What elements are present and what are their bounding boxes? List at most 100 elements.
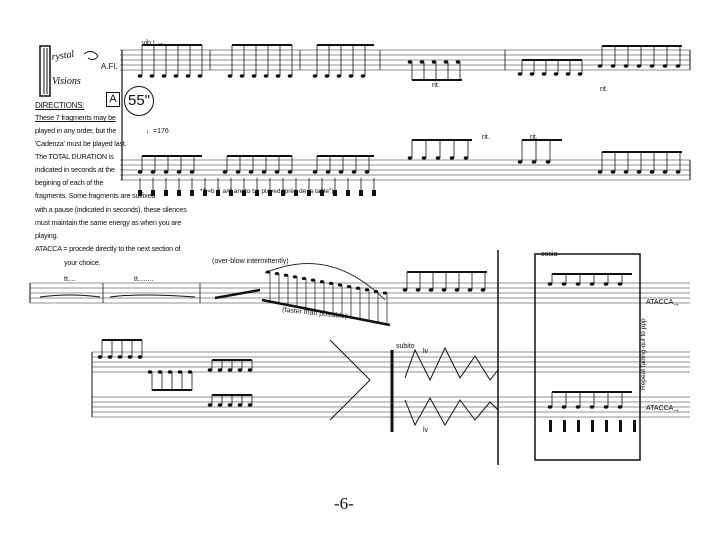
directions-title: DIRECTIONS: xyxy=(35,101,85,110)
directions-line: must maintain the same energy as when yo… xyxy=(35,218,182,227)
note-head xyxy=(301,276,307,281)
note-head xyxy=(147,370,153,374)
note-head xyxy=(292,275,298,279)
note-head xyxy=(337,283,343,287)
note-head xyxy=(346,190,350,196)
slur xyxy=(264,263,386,301)
note-head xyxy=(274,170,280,174)
note-head xyxy=(217,368,223,372)
note-head xyxy=(177,190,181,196)
crescendo-arrow xyxy=(329,339,371,421)
note-head xyxy=(247,368,253,372)
note-stem xyxy=(563,420,566,432)
rit-marking: rit. xyxy=(600,86,608,93)
note-head xyxy=(239,74,245,78)
note-head xyxy=(227,403,233,407)
note-head xyxy=(161,74,167,78)
lv-marking: lv xyxy=(423,348,429,355)
rit-marking: rit. xyxy=(530,134,538,141)
note-head xyxy=(617,405,623,409)
note-head xyxy=(636,64,642,68)
note-head xyxy=(517,160,523,164)
directions-line: begining of each of the xyxy=(35,178,104,187)
note-head xyxy=(189,170,195,174)
flutter-marking: tt........ xyxy=(134,276,154,283)
note-head xyxy=(237,368,243,372)
note-head xyxy=(251,74,257,78)
zigzag-line xyxy=(404,396,499,427)
note-head xyxy=(355,286,361,290)
note-head xyxy=(610,64,616,68)
note-head xyxy=(364,288,370,292)
note-head xyxy=(336,74,342,78)
duration-circle: 55" xyxy=(124,86,154,116)
note-head xyxy=(364,170,370,174)
ossia-marking: ossia xyxy=(541,251,558,258)
note-head xyxy=(164,190,168,196)
note-head xyxy=(577,72,583,76)
note-head xyxy=(675,170,681,174)
note-head xyxy=(346,284,352,289)
section-letter: A xyxy=(106,92,120,107)
note-head xyxy=(407,60,413,64)
note-head xyxy=(359,190,363,196)
note-head xyxy=(261,170,267,174)
directions-line: indicated in seconds at the xyxy=(35,165,115,174)
note-head xyxy=(351,170,357,174)
note-head xyxy=(662,64,668,68)
note-head xyxy=(242,190,246,196)
note-head xyxy=(415,288,421,292)
zigzag-line xyxy=(404,346,499,382)
note-head xyxy=(441,288,447,292)
note-head xyxy=(372,190,376,196)
note-head xyxy=(603,405,609,409)
flutter-marking: tt.... xyxy=(64,276,76,283)
directions-line: playing. xyxy=(35,231,59,240)
note-head xyxy=(294,190,298,196)
note-head xyxy=(137,170,143,174)
beam xyxy=(214,288,391,327)
note-head xyxy=(382,291,388,295)
atacca-marking: ATACCA xyxy=(646,299,674,306)
note-head xyxy=(333,190,337,196)
note-head xyxy=(207,403,213,407)
note-head xyxy=(287,74,293,78)
note-head xyxy=(235,170,241,174)
note-stem xyxy=(633,420,636,432)
rit-marking: rit. xyxy=(432,82,440,89)
note-head xyxy=(217,403,223,407)
note-head xyxy=(636,170,642,174)
note-head xyxy=(553,72,559,76)
atacca-marking: ATACCA xyxy=(646,405,674,412)
note-stem xyxy=(577,420,580,432)
note-head xyxy=(541,72,547,76)
table-note: *"♮=b & a#" are to be played "près de la… xyxy=(200,188,334,195)
directions-line: with a pause (indicated in seconds), the… xyxy=(35,205,187,214)
note-head xyxy=(480,288,486,292)
note-head xyxy=(561,405,567,409)
note-head xyxy=(207,368,213,372)
note-head xyxy=(268,190,272,196)
note-head xyxy=(197,74,203,78)
note-head xyxy=(589,282,595,286)
directions-line: The TOTAL DURATION is xyxy=(35,152,114,161)
note-head xyxy=(107,355,113,359)
note-head xyxy=(157,370,163,374)
note-stem xyxy=(605,420,608,432)
note-head xyxy=(675,64,681,68)
note-head xyxy=(662,170,668,174)
note-head xyxy=(283,273,289,277)
note-head xyxy=(227,368,233,372)
note-head xyxy=(173,74,179,78)
repeat-instruction: Repeat fading-out to ppp xyxy=(640,318,647,390)
tempo-marking: ♩=176 xyxy=(146,128,169,135)
note-head xyxy=(547,282,553,286)
note-head xyxy=(407,156,413,160)
note-head xyxy=(561,282,567,286)
note-head xyxy=(454,288,460,292)
note-head xyxy=(237,403,243,407)
note-head xyxy=(97,355,103,359)
flutter-line xyxy=(39,294,196,298)
note-head xyxy=(531,160,537,164)
note-head xyxy=(360,74,366,78)
